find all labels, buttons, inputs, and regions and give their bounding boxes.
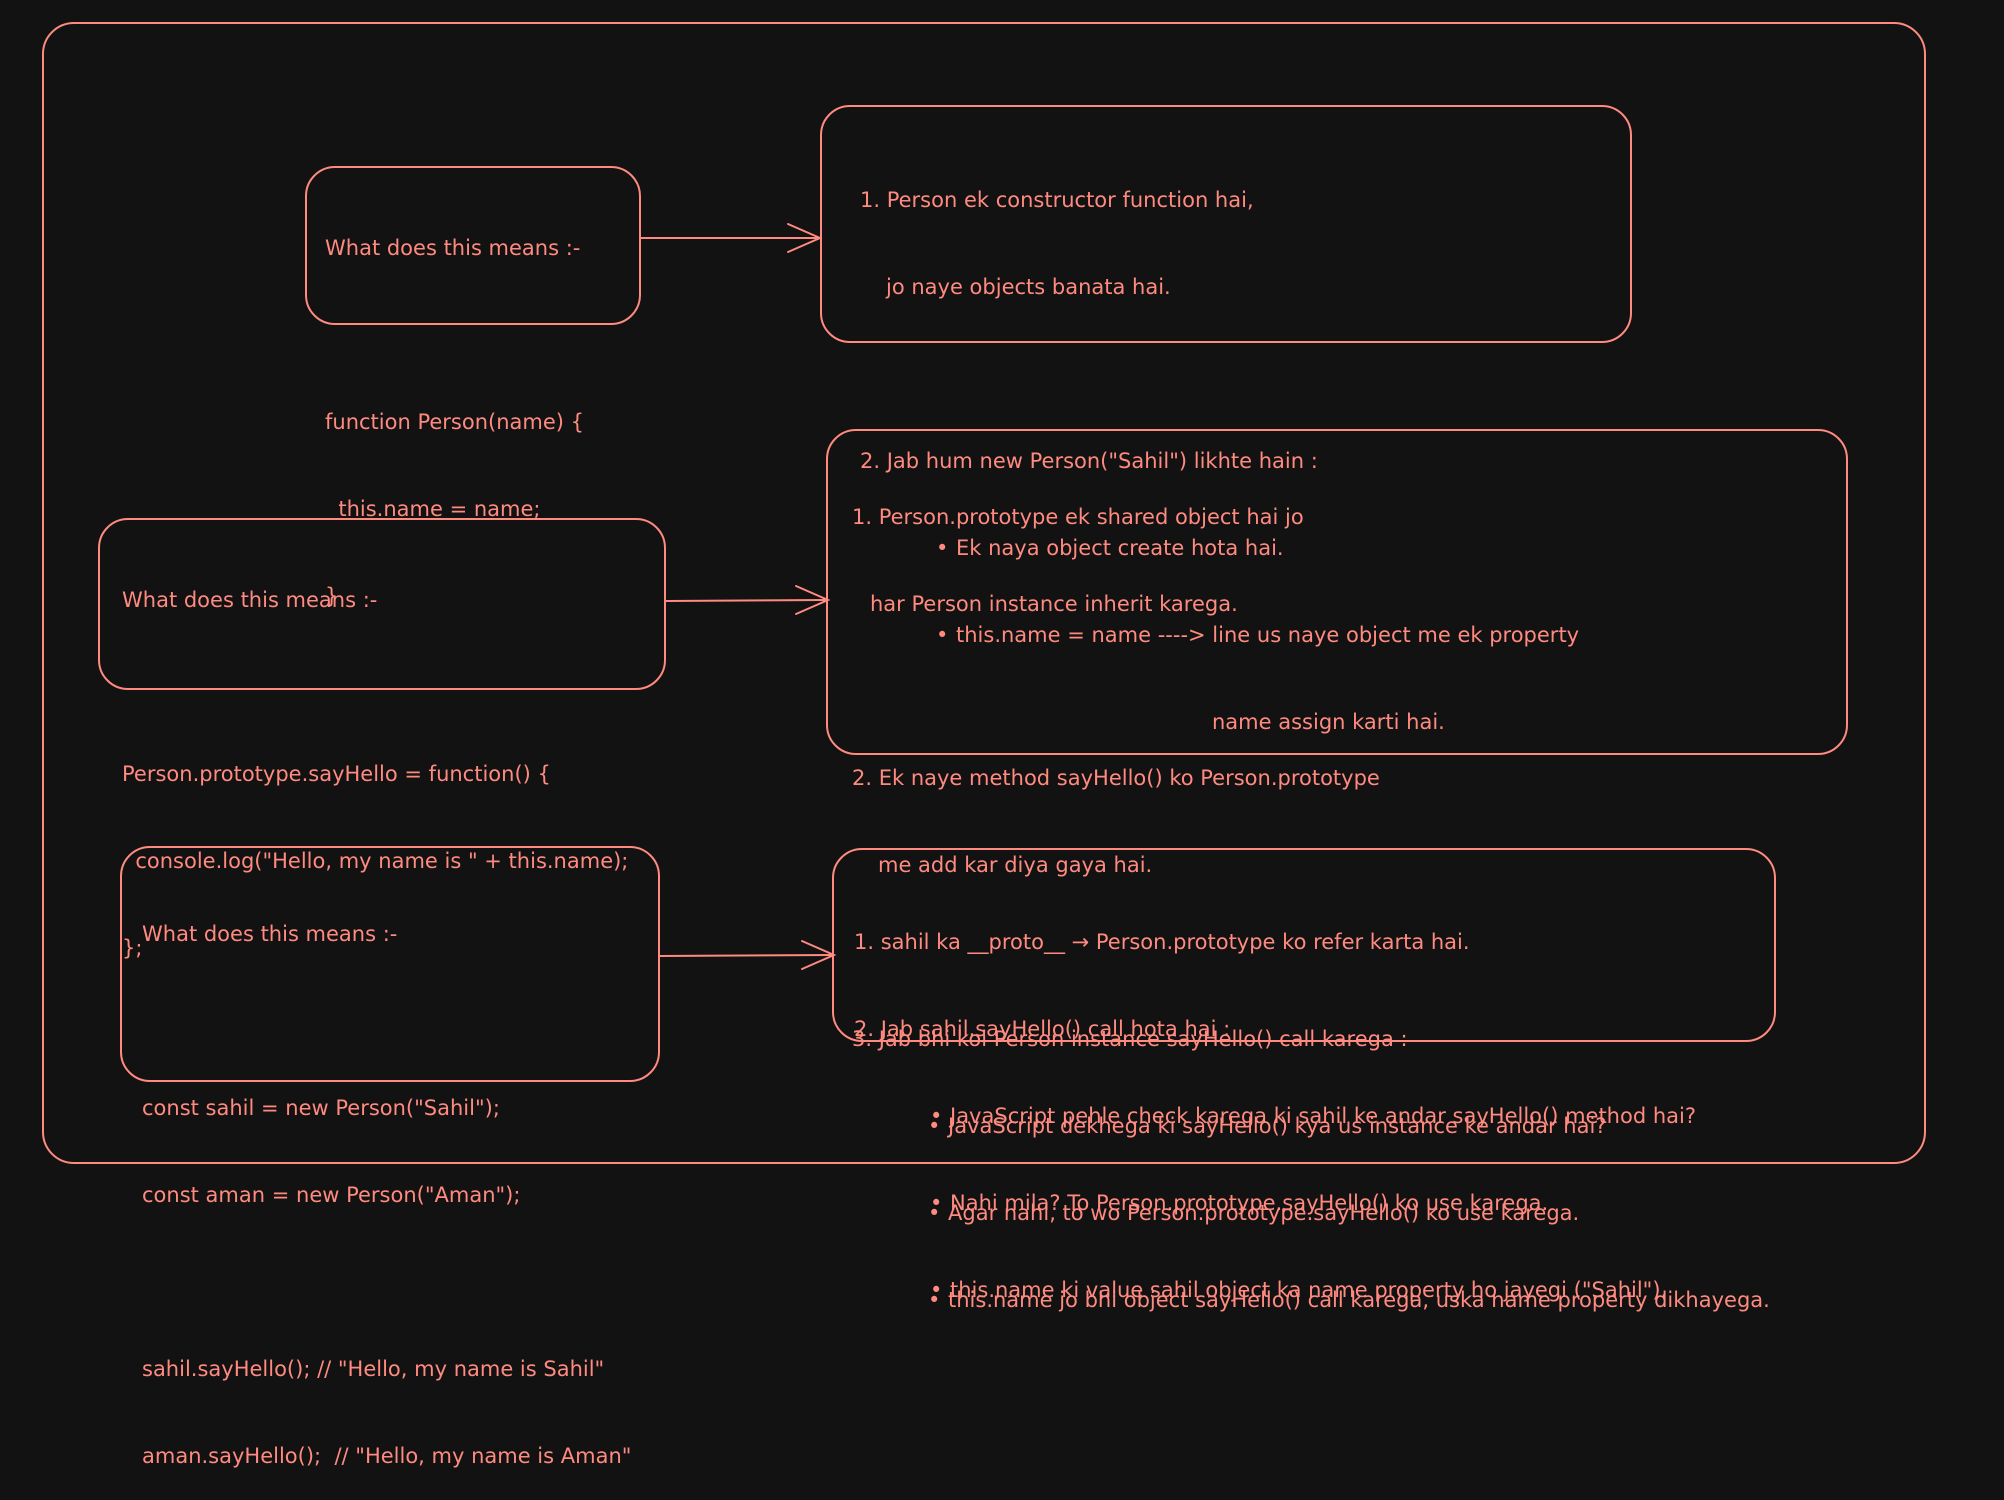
code-line: sahil.sayHello(); // "Hello, my name is … xyxy=(142,1357,605,1381)
question-heading: What does this means :- xyxy=(325,236,581,260)
question-heading: What does this means :- xyxy=(142,922,398,946)
blank-line xyxy=(142,1007,658,1036)
code-line: } xyxy=(325,584,339,608)
answer-box-instances: 1. sahil ka __proto__ → Person.prototype… xyxy=(832,848,1776,1302)
outer-frame xyxy=(42,22,1926,1164)
blank-line xyxy=(852,677,1846,706)
answer-point-2: 2. Jab hum new Person("Sahil") likhte ha… xyxy=(860,449,1318,473)
code-line: aman.sayHello(); // "Hello, my name is A… xyxy=(142,1444,632,1468)
answer-point-1: 1. Person ek constructor function hai, xyxy=(860,188,1254,212)
answer-point-1: 1. Person.prototype ek shared object hai… xyxy=(852,505,1304,529)
answer-bullet: •JavaScript dekhega ki sayHello() kya us… xyxy=(928,1114,1607,1138)
blank-line xyxy=(325,321,639,350)
answer-point-2-cont: me add kar diya gaya hai. xyxy=(878,853,1153,877)
blank-line xyxy=(860,360,1630,389)
question-box-instances: What does this means :- const sahil = ne… xyxy=(120,846,660,1468)
question-box-constructor: What does this means :- function Person(… xyxy=(305,166,641,608)
question-box-prototype-method: What does this means :- Person.prototype… xyxy=(98,518,666,960)
answer-point-1-cont: har Person instance inherit karega. xyxy=(870,592,1238,616)
code-line: const sahil = new Person("Sahil"); xyxy=(142,1096,500,1120)
answer-bullet-cont: name assign karti hai. xyxy=(1212,710,1445,734)
answer-box-constructor: 1. Person ek constructor function hai, j… xyxy=(820,105,1632,734)
answer-point-1: 1. sahil ka __proto__ → Person.prototype… xyxy=(854,930,1470,954)
code-line: console.log("Hello, my name is " + this.… xyxy=(122,849,629,873)
answer-bullet: •Ek naya object create hota hai. xyxy=(936,536,1284,560)
code-line: Person.prototype.sayHello = function() { xyxy=(122,762,551,786)
answer-point-2: 2. Jab sahil.sayHello() call hota hai : xyxy=(854,1017,1231,1041)
answer-bullet: •this.name ki value sahil object ka name… xyxy=(930,1278,1668,1302)
code-line: const aman = new Person("Aman"); xyxy=(142,1183,521,1207)
code-line: }; xyxy=(122,936,143,960)
answer-bullet: •JavaScript pehle check karega ki sahil … xyxy=(930,1104,1697,1128)
answer-bullet: •this.name = name ----> line us naye obj… xyxy=(936,623,1580,647)
answer-box-prototype-method: 1. Person.prototype ek shared object hai… xyxy=(826,429,1848,1312)
blank-line xyxy=(142,1268,658,1297)
code-line: function Person(name) { xyxy=(325,410,585,434)
blank-line xyxy=(122,673,664,702)
code-line: this.name = name; xyxy=(325,497,541,521)
answer-bullet: •Agar nahi, to wo Person.prototype.sayHe… xyxy=(928,1201,1580,1225)
answer-point-2: 2. Ek naye method sayHello() ko Person.p… xyxy=(852,766,1380,790)
question-heading: What does this means :- xyxy=(122,588,378,612)
answer-point-1-cont: jo naye objects banata hai. xyxy=(886,275,1171,299)
answer-bullet: •Nahi mila? To Person.prototype.sayHello… xyxy=(930,1191,1549,1215)
answer-point-3: 3. Jab bhi koi Person instance sayHello(… xyxy=(852,1027,1408,1051)
